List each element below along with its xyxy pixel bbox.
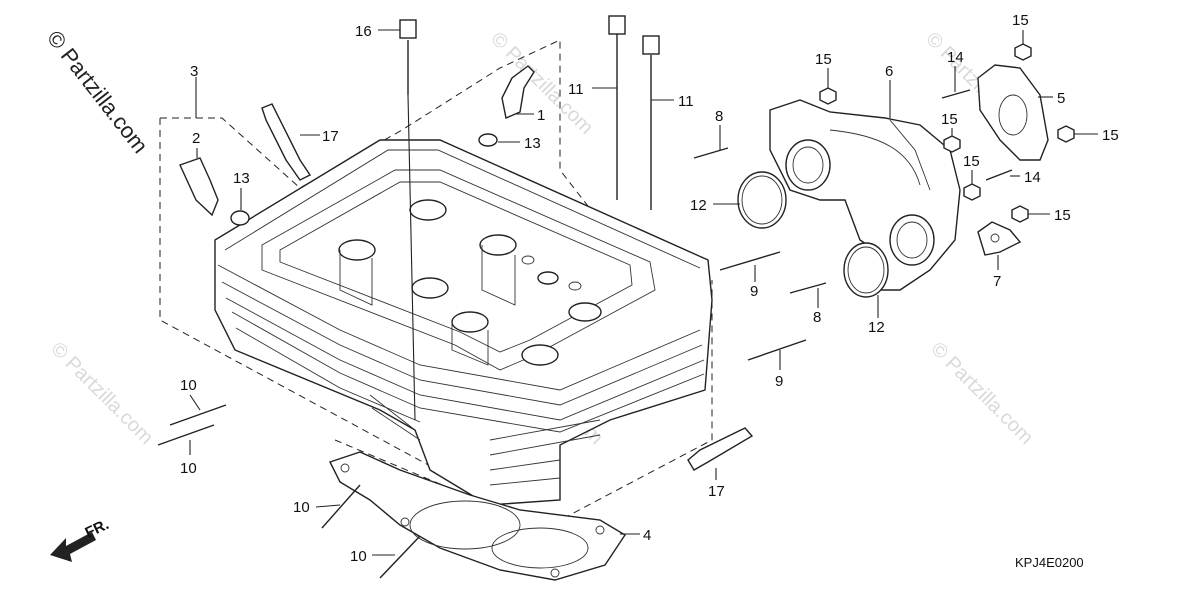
callout-15: 15 [1012, 12, 1029, 29]
o-rings [737, 171, 889, 298]
callout-15: 15 [1102, 127, 1119, 144]
callout-12: 12 [868, 319, 885, 336]
callout-15: 15 [815, 51, 832, 68]
watermark-faint: © Partzilla.com [926, 338, 1037, 449]
callout-17: 17 [322, 128, 339, 145]
callout-13: 13 [524, 135, 541, 152]
watermark-faint: © Partzilla.com [46, 338, 157, 449]
studs [157, 89, 1013, 579]
callout-14: 14 [1024, 169, 1041, 186]
bolts [399, 15, 660, 421]
callout-11: 11 [678, 93, 694, 110]
callout-13: 13 [233, 170, 250, 187]
callout-3: 3 [190, 63, 198, 80]
callout-17: 17 [708, 483, 725, 500]
callout-15: 15 [963, 153, 980, 170]
callout-14: 14 [947, 49, 964, 66]
fittings [179, 65, 535, 226]
callout-labels: 3 2 13 16 17 11 11 1 13 8 12 9 8 9 12 6 … [180, 12, 1119, 565]
callout-2: 2 [192, 130, 200, 147]
callout-4: 4 [643, 527, 651, 544]
callout-10: 10 [293, 499, 310, 516]
intake-manifold [769, 99, 961, 291]
callout-9: 9 [775, 373, 783, 390]
front-indicator-label: FR. [83, 516, 112, 542]
front-arrow: FR. [50, 516, 112, 562]
callout-10: 10 [180, 460, 197, 477]
callout-12: 12 [690, 197, 707, 214]
head-gasket [329, 451, 626, 581]
callout-10: 10 [180, 377, 197, 394]
callout-6: 6 [885, 63, 893, 80]
watermark-main: © Partzilla.com [42, 26, 153, 158]
callout-7: 7 [993, 273, 1001, 290]
spark-plugs [261, 103, 754, 471]
diagram-code: KPJ4E0200 [1015, 555, 1084, 570]
cover-plate [977, 64, 1049, 161]
leader-lines [189, 29, 1098, 556]
callout-8: 8 [813, 309, 821, 326]
callout-9: 9 [750, 283, 758, 300]
cylinder-head [214, 139, 713, 506]
callout-11: 11 [568, 81, 584, 98]
bracket [977, 221, 1022, 256]
callout-10: 10 [350, 548, 367, 565]
callout-15: 15 [941, 111, 958, 128]
callout-16: 16 [355, 23, 372, 40]
nuts [819, 43, 1075, 223]
callout-1: 1 [537, 107, 545, 124]
callout-5: 5 [1057, 90, 1065, 107]
callout-15: 15 [1054, 207, 1071, 224]
callout-8: 8 [715, 108, 723, 125]
